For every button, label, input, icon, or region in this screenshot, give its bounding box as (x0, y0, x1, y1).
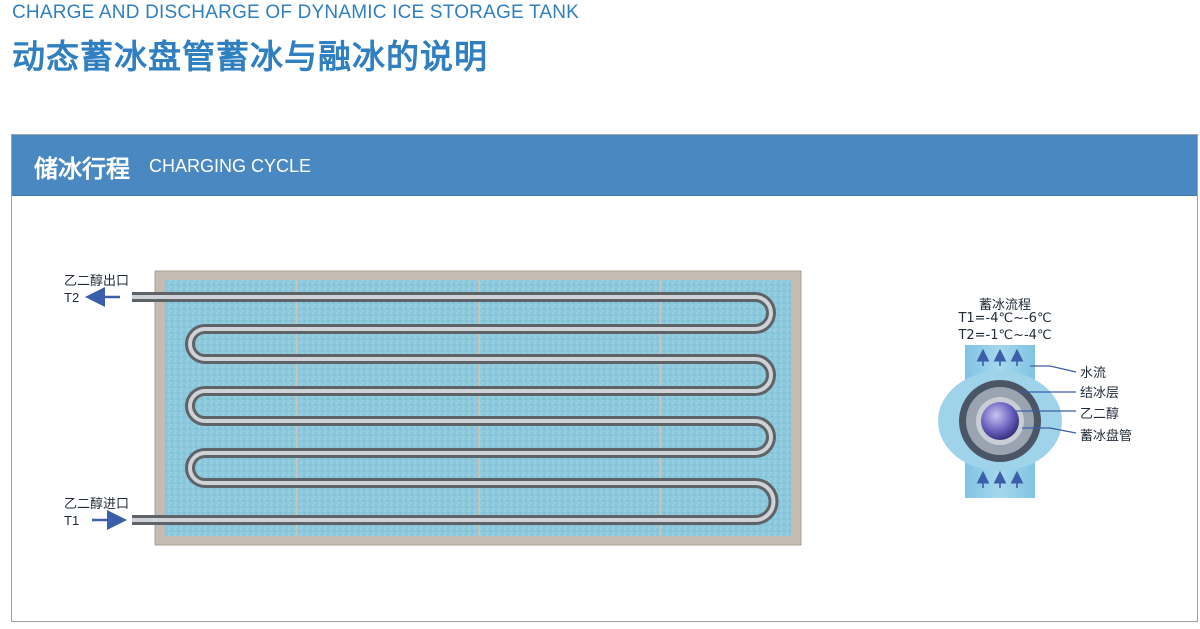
legend-ice-layer: 结冰层 (1080, 386, 1120, 401)
glycol-core (981, 402, 1019, 440)
legend-title: 蓄冰流程 (978, 298, 1031, 313)
water-flow-arrows-bottom (976, 470, 1024, 488)
panel-title-cn: 储冰行程 (34, 155, 130, 183)
legend-t2-range: T2=-1℃~-4℃ (958, 328, 1052, 343)
legend-glycol: 乙二醇 (1080, 407, 1120, 422)
inlet-temp-label: T1 (64, 513, 80, 528)
panel-header: 储冰行程 CHARGING CYCLE (12, 135, 1197, 196)
page-title: 动态蓄冰盘管蓄冰与融冰的说明 (12, 37, 488, 76)
legend-ice-coil: 蓄冰盘管 (1080, 429, 1133, 444)
legend-water-flow: 水流 (1080, 366, 1107, 381)
ice-coil-highlight (132, 295, 776, 522)
inlet-label: 乙二醇进口 (64, 497, 130, 512)
outlet-temp-label: T2 (64, 290, 80, 305)
outlet-label: 乙二醇出口 (64, 274, 130, 289)
subtitle-english: CHARGE AND DISCHARGE OF DYNAMIC ICE STOR… (12, 2, 580, 23)
leader-coil (1022, 427, 1077, 434)
legend-t1-range: T1=-4℃~-6℃ (958, 311, 1052, 326)
water-flow-arrows-top (976, 348, 1024, 366)
panel-title-en: CHARGING CYCLE (149, 156, 312, 176)
leader-water-flow (1030, 365, 1077, 373)
